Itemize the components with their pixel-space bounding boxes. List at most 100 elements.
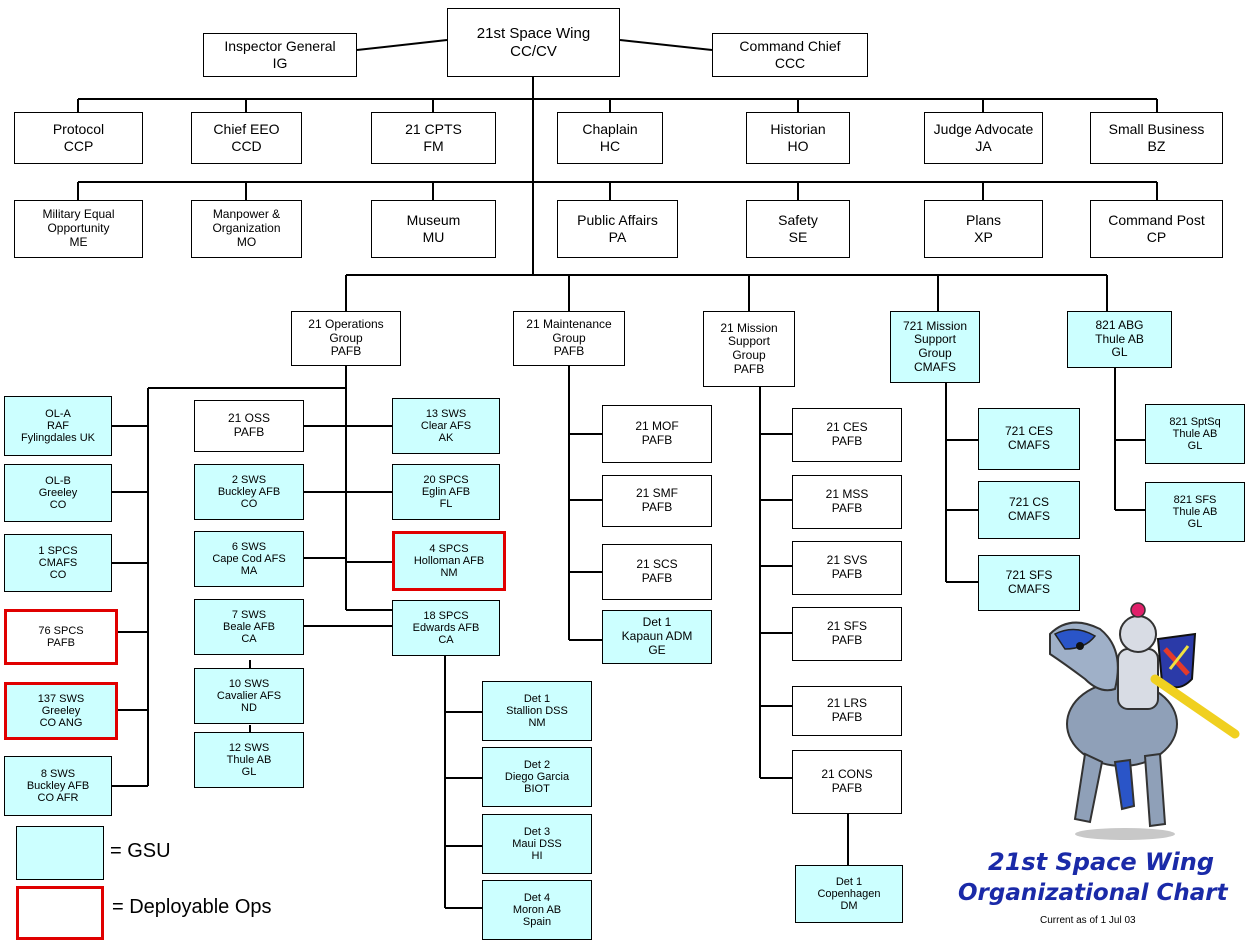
org-box-line: Command Chief (739, 38, 841, 55)
org-box-line: 21 Operations (308, 316, 384, 331)
org-box-line: 4 SPCS (429, 542, 469, 555)
org-box-line: BZ (1147, 138, 1166, 154)
org-box-line: OL-B (45, 474, 71, 487)
org-box-line: Greeley (41, 704, 81, 717)
org-box-line: Group (552, 330, 586, 345)
org-box-line: Safety (778, 212, 818, 229)
org-box-1-spcs: 1 SPCS CMAFS CO (4, 534, 112, 592)
org-box-line: Judge Advocate (933, 121, 1034, 138)
org-box-line: GE (648, 642, 666, 657)
org-box-line: Det 1 (523, 692, 551, 705)
org-box-line: PAFB (330, 344, 362, 359)
org-box-line: 721 CS (1008, 495, 1050, 510)
org-box-line: Det 1 (835, 875, 863, 888)
org-box-line: 821 SptSq (1169, 415, 1221, 428)
org-box-line: Inspector General (224, 38, 336, 55)
org-box-line: Opportunity (47, 221, 110, 236)
org-box-21-cons: 21 CONS PAFB (792, 750, 902, 814)
org-box-line: Spain (522, 916, 552, 929)
org-box-line: CA (438, 634, 454, 647)
org-box-ol-a: OL-A RAF Fylingdales UK (4, 396, 112, 456)
org-box-line: Chief EEO (213, 121, 280, 138)
org-box-line: Det 2 (523, 758, 551, 771)
org-box-line: Buckley AFB (217, 485, 281, 498)
org-box-line: CCD (231, 138, 262, 154)
org-box-line: 821 SFS (1173, 493, 1217, 506)
legend-deployable-swatch (16, 886, 104, 940)
org-box-plans: Plans XP (924, 200, 1043, 258)
org-box-line: 821 ABG (1095, 317, 1144, 332)
org-box-721-ces: 721 CES CMAFS (978, 408, 1080, 470)
org-box-line: IG (272, 55, 288, 71)
org-box-public-affairs: Public Affairs PA (557, 200, 678, 258)
org-box-6-sws: 6 SWS Cape Cod AFS MA (194, 531, 304, 587)
org-box-line: MA (240, 565, 258, 578)
org-box-line: 7 SWS (231, 608, 267, 621)
org-box-wing-command: 21st Space Wing CC/CV (447, 8, 620, 77)
org-box-line: Beale AFB (223, 620, 275, 633)
org-box-721-cs: 721 CS CMAFS (978, 481, 1080, 539)
org-box-line: Greeley (38, 486, 78, 499)
org-box-line: Historian (770, 121, 826, 138)
org-box-line: 21 Maintenance (526, 316, 612, 331)
org-box-line: GL (1111, 345, 1128, 360)
org-box-operations-group: 21 Operations Group PAFB (291, 311, 401, 366)
org-box-line: ME (69, 234, 88, 249)
org-box-line: 21 CONS (821, 767, 873, 782)
org-box-line: Buckley AFB (26, 779, 90, 792)
org-box-13-sws: 13 SWS Clear AFS AK (392, 398, 500, 454)
org-box-line: Clear AFS (420, 419, 472, 432)
org-box-safety: Safety SE (746, 200, 850, 258)
org-box-line: XP (974, 229, 993, 245)
org-box-line: CP (1146, 229, 1167, 245)
org-box-line: Stallion DSS (506, 704, 568, 717)
legend-deployable-label: = Deployable Ops (112, 896, 272, 918)
org-box-line: Maui DSS (512, 837, 562, 850)
org-box-line: RAF (47, 419, 69, 432)
org-box-line: 2 SWS (231, 473, 267, 486)
org-box-line: 21st Space Wing (476, 24, 591, 42)
org-box-21-svs: 21 SVS PAFB (792, 541, 902, 595)
org-box-21-oss: 21 OSS PAFB (194, 400, 304, 452)
org-box-line: 20 SPCS (423, 473, 469, 486)
org-box-line: JA (975, 138, 992, 154)
org-box-137-sws: 137 SWS Greeley CO ANG (4, 682, 118, 740)
org-box-line: NM (440, 567, 458, 580)
org-box-line: PA (608, 229, 627, 245)
org-box-line: 21 LRS (826, 696, 868, 711)
org-box-chief-eeo: Chief EEO CCD (191, 112, 302, 164)
org-box-command-post: Command Post CP (1090, 200, 1223, 258)
org-box-7-sws: 7 SWS Beale AFB CA (194, 599, 304, 655)
org-box-line: 6 SWS (231, 540, 267, 553)
org-box-line: PAFB (47, 637, 75, 649)
org-box-line: Eglin AFB (421, 485, 471, 498)
org-box-command-chief: Command Chief CCC (712, 33, 868, 77)
org-box-line: MU (422, 229, 445, 245)
org-box-line: 137 SWS (37, 692, 85, 705)
org-box-line: 21 SMF (635, 486, 678, 501)
org-box-line: Holloman AFB (413, 554, 485, 567)
org-box-line: NM (528, 717, 546, 730)
org-box-line: SE (788, 229, 808, 245)
org-box-museum: Museum MU (371, 200, 496, 258)
org-box-line: 721 CES (1004, 424, 1054, 439)
org-box-line: Thule AB (1172, 427, 1218, 440)
org-box-det-4-moron: Det 4 Moron AB Spain (482, 880, 592, 940)
org-box-21-ces: 21 CES PAFB (792, 408, 902, 462)
org-box-76-spcs: 76 SPCS PAFB (4, 609, 118, 665)
org-box-line: 21 Mission (720, 320, 778, 335)
org-box-ol-b: OL-B Greeley CO (4, 464, 112, 522)
org-box-line: Support (913, 332, 957, 347)
org-box-4-spcs: 4 SPCS Holloman AFB NM (392, 531, 506, 591)
org-box-line: GL (1187, 518, 1203, 531)
org-box-line: FL (439, 498, 453, 511)
org-box-line: PAFB (641, 500, 673, 514)
org-box-line: CO (49, 499, 67, 512)
org-box-line: HO (787, 138, 809, 154)
org-box-line: CA (241, 633, 257, 646)
org-box-line: 21 MSS (825, 487, 869, 502)
org-box-line: PAFB (831, 710, 863, 724)
org-box-line: 8 SWS (40, 767, 76, 780)
org-box-line: Small Business (1108, 121, 1205, 138)
org-box-line: Det 1 (642, 615, 672, 630)
